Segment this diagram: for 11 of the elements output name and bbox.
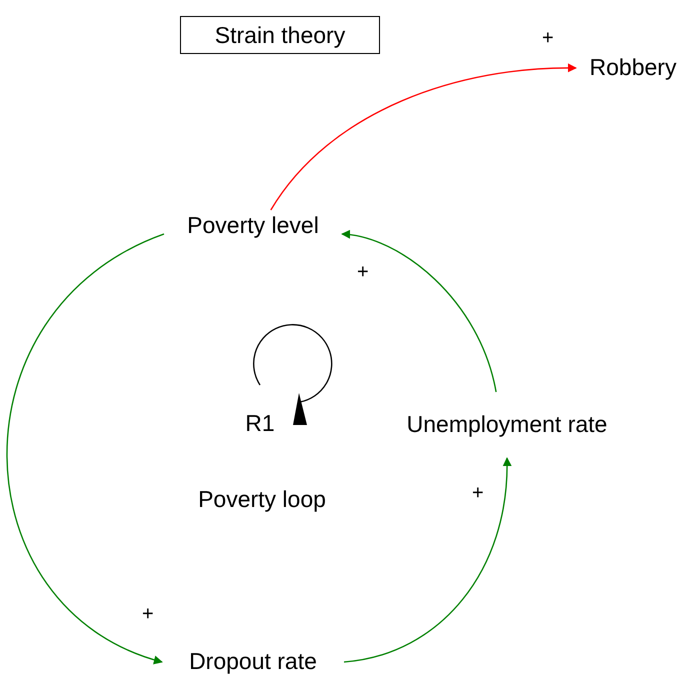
loop-id: R1 — [244, 410, 276, 437]
arrow — [344, 457, 512, 663]
loop-name: Poverty loop — [197, 486, 327, 513]
arrow — [270, 64, 577, 210]
arrow — [341, 230, 497, 392]
variable-label: Robbery — [576, 52, 690, 84]
title-box: Strain theory — [180, 16, 380, 54]
variable-label: Dropout rate — [162, 646, 344, 678]
variable-label: Poverty level — [164, 210, 342, 242]
variable-label: Unemployment rate — [398, 392, 616, 458]
arrow — [6, 233, 164, 664]
